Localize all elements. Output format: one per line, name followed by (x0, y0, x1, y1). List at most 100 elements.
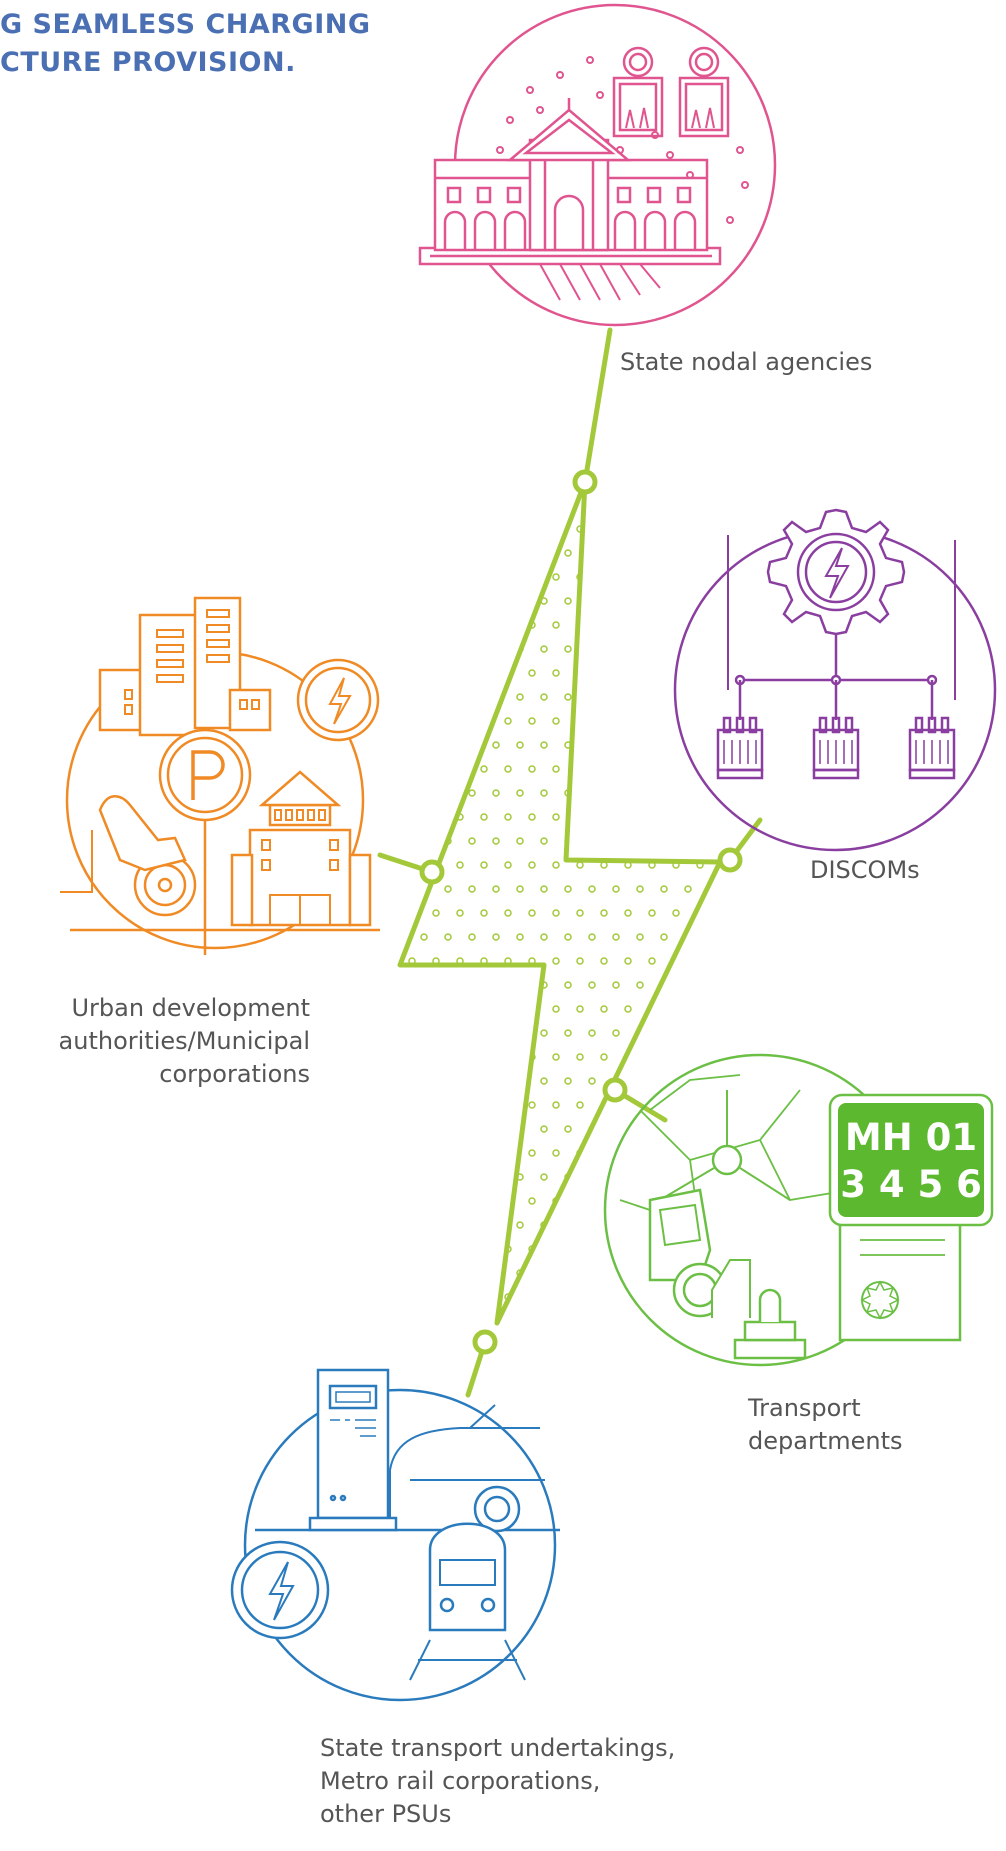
bolt-dot (612, 549, 620, 557)
bolt-dot (492, 1029, 500, 1037)
node-transport (602, 1077, 628, 1103)
bolt-dot (588, 1221, 596, 1229)
bolt-dot (684, 981, 692, 989)
connector-state-nodal (582, 327, 613, 485)
bolt-dot (408, 1005, 416, 1013)
bolt-dot (400, 933, 404, 941)
bolt-dot (624, 621, 632, 629)
bolt-dot (480, 1149, 488, 1157)
bolt-dot (672, 1101, 680, 1109)
bolt-dot (636, 693, 644, 701)
bolt-dot (480, 957, 488, 965)
bolt-dot (636, 501, 644, 509)
bolt-dot (432, 909, 440, 917)
bolt-dot (600, 669, 608, 677)
bolt-dot (588, 645, 596, 653)
bolt-dot (432, 669, 440, 677)
bolt-dot (528, 1197, 536, 1205)
bolt-dot (564, 1221, 572, 1229)
bolt-dot (540, 1125, 548, 1133)
bolt-dot (564, 885, 572, 893)
charging-transit-icon (230, 1368, 560, 1702)
bolt-dot (420, 1173, 428, 1181)
bolt-dot (636, 837, 644, 845)
bolt-dot (552, 1053, 560, 1061)
bolt-dot (600, 1053, 608, 1061)
bolt-dot (540, 837, 548, 845)
bolt-dot (528, 525, 536, 533)
bolt-dot (708, 645, 716, 653)
bolt-dot (444, 1221, 452, 1229)
bolt-dot (552, 1149, 560, 1157)
bolt-dot (588, 549, 596, 557)
bolt-dot (432, 573, 440, 581)
bolt-dot (564, 1125, 572, 1133)
bolt-dot (612, 1125, 620, 1133)
bolt-dot (432, 765, 440, 773)
bolt-dot (480, 861, 488, 869)
bolt-dot (540, 1077, 548, 1085)
bolt-dot (456, 813, 464, 821)
bolt-dot (468, 693, 476, 701)
bolt-dot (600, 861, 608, 869)
bolt-dot (408, 669, 416, 677)
bolt-dot (721, 1246, 727, 1252)
bolt-dot (552, 909, 560, 917)
bolt-dot (564, 693, 572, 701)
bolt-dot (516, 837, 524, 845)
bolt-dot (420, 645, 428, 653)
bolt-dot (721, 1006, 727, 1012)
bolt-dot (468, 837, 476, 845)
bolt-dot (600, 1149, 608, 1157)
bolt-dot (564, 1029, 572, 1037)
bolt-dot (432, 957, 440, 965)
label-state-transport: State transport undertakings, Metro rail… (320, 1734, 676, 1828)
bolt-dot (672, 573, 680, 581)
bolt-dot (408, 1101, 416, 1109)
bolt-dot (408, 621, 416, 629)
bolt-dot (480, 1245, 488, 1253)
bolt-dot (648, 717, 656, 725)
bolt-dot (420, 501, 428, 509)
bolt-dot (516, 501, 524, 509)
bolt-dot (468, 645, 476, 653)
bolt-dot (444, 741, 452, 749)
bolt-dot (420, 981, 428, 989)
bolt-dot (624, 573, 632, 581)
bolt-dot (552, 1005, 560, 1013)
bolt-dot (480, 573, 488, 581)
bolt-dot (408, 1149, 416, 1157)
bolt-dot (624, 669, 632, 677)
bolt-dot (492, 1077, 500, 1085)
bolt-dot (721, 814, 727, 820)
bolt-dot (400, 1269, 404, 1277)
government-building-icon (418, 3, 777, 327)
bolt-dot (468, 789, 476, 797)
bolt-dot (684, 837, 692, 845)
bolt-dot (408, 573, 416, 581)
bolt-dot (408, 1053, 416, 1061)
bolt-dot (480, 1005, 488, 1013)
bolt-dot (444, 1125, 452, 1133)
bolt-dot (636, 1269, 644, 1277)
bolt-dot (400, 1077, 404, 1085)
bolt-dot (492, 789, 500, 797)
bolt-dot (648, 765, 656, 773)
bolt-dot (660, 501, 668, 509)
bolt-dot (504, 1149, 512, 1157)
bolt-dot (400, 981, 404, 989)
bolt-dot (444, 501, 452, 509)
bolt-dot (492, 693, 500, 701)
bolt-dot (420, 789, 428, 797)
bolt-dot (456, 1149, 464, 1157)
bolt-dot (696, 669, 704, 677)
bolt-dot (516, 549, 524, 557)
bolt-dot (708, 981, 716, 989)
bolt-dot (400, 645, 404, 653)
bolt-dot (456, 909, 464, 917)
bolt-dot (504, 1197, 512, 1205)
bolt-dot (408, 1197, 416, 1205)
bolt-dot (432, 813, 440, 821)
bolt-dot (444, 549, 452, 557)
